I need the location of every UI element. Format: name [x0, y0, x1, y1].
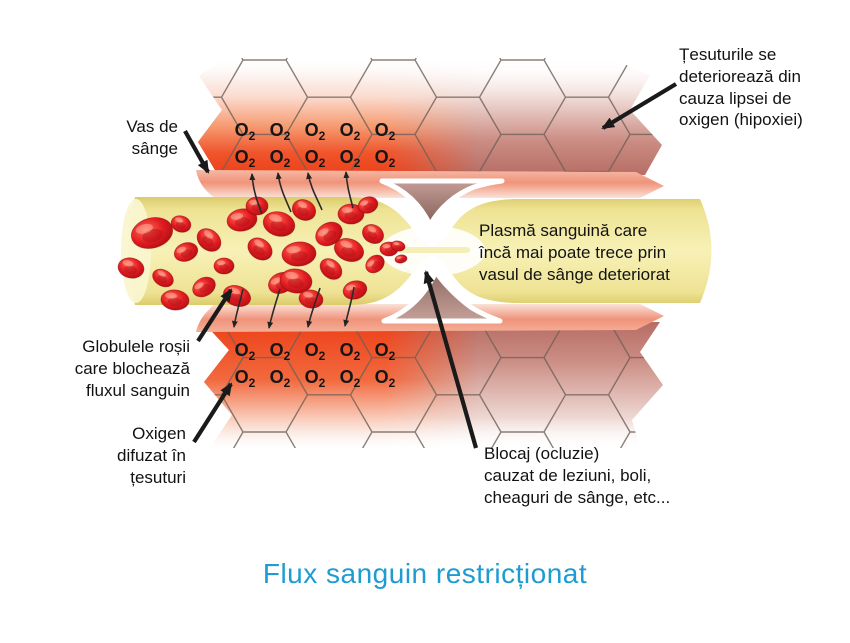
red-blood-cells-label: Globulele roșii care blochează fluxul sa… — [74, 337, 190, 400]
label-pointer-arrow — [423, 270, 479, 449]
hypoxic-tissue-label: Țesuturile se deteriorează din cauza lip… — [679, 45, 803, 130]
occlusion-bulge-bottom — [381, 269, 503, 324]
vessel-label: Vas de sânge — [126, 117, 178, 158]
red-blood-cell — [319, 258, 343, 280]
pointer-arrows-group — [183, 82, 678, 449]
oxygen-diffusion-arrow — [343, 286, 355, 327]
red-blood-cell — [196, 228, 222, 252]
diffusion-arrows-group — [231, 171, 355, 329]
oxygen-diffusion-arrow — [249, 173, 263, 215]
red-blood-cell — [281, 241, 317, 267]
red-blood-cell — [390, 240, 406, 252]
plasma-label: Plasmă sanguină care încă mai poate trec… — [479, 221, 670, 284]
plasma-flow-streak — [398, 247, 470, 253]
label-pointer-arrow — [183, 129, 210, 174]
oxygen-diffusion-arrow — [275, 172, 292, 213]
red-blood-cell — [365, 254, 385, 274]
label-pointer-arrow — [192, 382, 233, 444]
red-blood-cell — [170, 215, 192, 233]
plasma-left-cap-highlight — [121, 199, 151, 303]
red-blood-cell — [334, 238, 364, 262]
oxygen-diffusion-arrow — [306, 287, 321, 328]
tissue-bottom — [203, 322, 663, 448]
diagram-title: Flux sanguin restricționat — [262, 558, 588, 589]
red-blood-cell — [213, 257, 235, 275]
red-blood-cell — [362, 224, 384, 244]
red-blood-cell — [152, 268, 174, 288]
tissue-bottom-oxygenated-fill — [203, 322, 663, 448]
red-blood-cell — [173, 242, 199, 262]
red-blood-cell — [337, 203, 365, 225]
red-blood-cell — [279, 268, 313, 294]
red-blood-cell — [247, 237, 273, 261]
red-blood-cells-group — [117, 196, 408, 311]
oxygen-diffusion-arrow — [343, 171, 354, 209]
label-pointer-arrow — [601, 82, 678, 130]
tissue-top-oxygenated-fill — [198, 58, 662, 175]
red-blood-cell — [192, 276, 216, 298]
red-blood-cell — [117, 257, 145, 279]
oxygen-diffused-label: Oxigen difuzat în țesuturi — [117, 424, 186, 487]
red-blood-cell — [130, 217, 174, 249]
oxygen-diffusion-arrow — [267, 288, 281, 329]
red-blood-cell — [315, 221, 343, 247]
red-blood-cell — [291, 199, 317, 221]
red-blood-cell — [357, 196, 379, 214]
red-blood-cell — [342, 280, 368, 300]
red-blood-cell — [160, 289, 190, 311]
red-blood-cell — [394, 254, 408, 264]
label-pointer-arrow — [196, 288, 233, 343]
red-blood-cell — [298, 289, 324, 309]
red-blood-cell — [226, 208, 258, 232]
oxygen-diffusion-arrow — [231, 288, 244, 328]
blockage-label: Blocaj (ocluzie) cauzat de leziuni, boli… — [484, 444, 671, 507]
occlusion-bulge-top — [379, 178, 505, 228]
oxygen-diffusion-arrow — [306, 172, 323, 211]
red-blood-cell — [262, 211, 296, 237]
tissue-top — [198, 58, 662, 175]
